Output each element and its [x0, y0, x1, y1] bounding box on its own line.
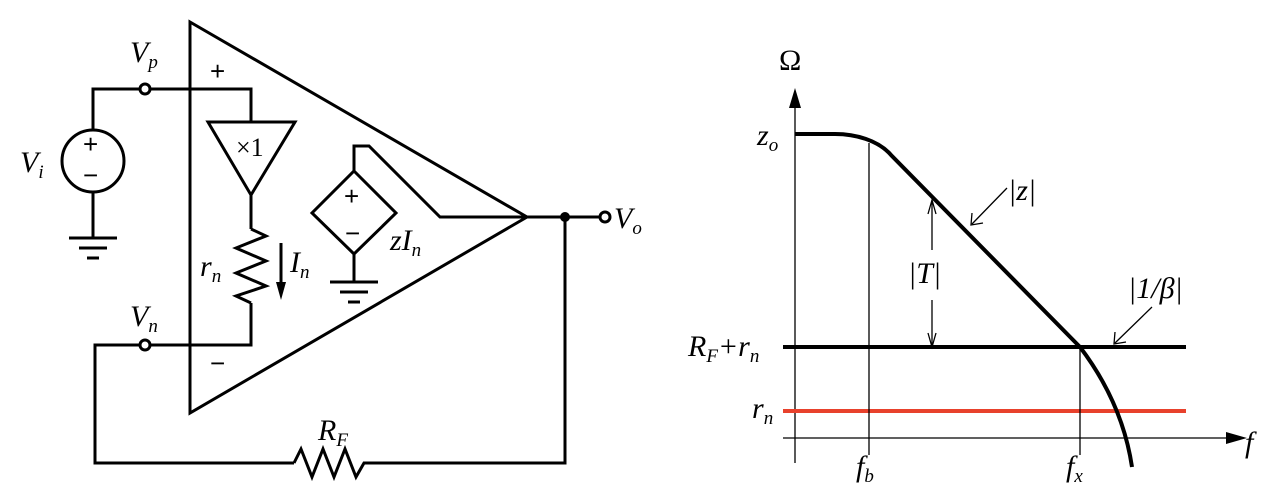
label-zin: zIn — [389, 224, 421, 261]
label-in: In — [289, 246, 310, 283]
label-vp: Vp — [130, 36, 158, 73]
buffer-gain-label: ×1 — [236, 133, 264, 162]
node-vo[interactable] — [598, 210, 612, 224]
vi-minus-sign: − — [83, 160, 98, 190]
wire-rn-vn — [150, 303, 253, 347]
z-leader-arrow-icon — [970, 187, 1008, 226]
wire-feedback — [93, 343, 294, 465]
label-rf: RF — [317, 414, 348, 451]
dep-plus-sign: + — [344, 181, 359, 211]
label-fx: fx — [1066, 450, 1083, 487]
y-unit-label: Ω — [779, 44, 801, 77]
unity-buffer — [205, 120, 298, 198]
dep-minus-sign: − — [345, 218, 360, 248]
ground-icon — [69, 236, 117, 260]
wire-dep-output — [352, 144, 527, 219]
label-vn: Vn — [130, 300, 158, 337]
node-vn[interactable] — [138, 338, 152, 352]
wire-vi-top — [91, 87, 140, 130]
loop-gain-arrow-icon — [927, 197, 937, 350]
op-amp-triangle — [188, 19, 530, 416]
current-arrow-icon — [276, 243, 286, 300]
y-axis-arrow — [789, 88, 801, 108]
label-rn-plot: rn — [752, 392, 773, 429]
x-axis-label: f — [1245, 426, 1257, 459]
label-zo: zo — [756, 119, 778, 156]
label-fb: fb — [856, 450, 874, 487]
ground-icon — [330, 280, 378, 304]
wire-feedback-out — [371, 217, 567, 465]
wire-vp-buffer — [150, 87, 253, 122]
z-magnitude-curve — [795, 132, 1134, 468]
label-vi: Vi — [20, 146, 44, 183]
node-vp[interactable] — [138, 82, 152, 96]
label-rf-plus-rn: RF+rn — [687, 330, 759, 367]
noninverting-plus-sign: + — [210, 56, 225, 86]
inverting-minus-sign: − — [210, 348, 225, 378]
label-loop-gain: |T| — [908, 257, 941, 290]
label-rn: rn — [200, 250, 221, 287]
resistor-rf — [292, 444, 371, 482]
resistor-rn — [231, 227, 271, 305]
beta-leader-arrow-icon — [1113, 306, 1153, 345]
label-one-over-beta: |1/β| — [1128, 272, 1183, 305]
vi-plus-sign: + — [83, 129, 98, 159]
label-vo: Vo — [614, 202, 642, 239]
op-amp-circuit: + − + ×1 − + − — [20, 19, 642, 482]
label-z-magnitude: |z| — [1008, 174, 1036, 207]
junction-dot — [560, 212, 570, 222]
impedance-plot: Ω f zo RF+rn rn fb fx |z| |T| |1/β| — [687, 44, 1257, 487]
x-axis-arrow — [1226, 432, 1247, 444]
